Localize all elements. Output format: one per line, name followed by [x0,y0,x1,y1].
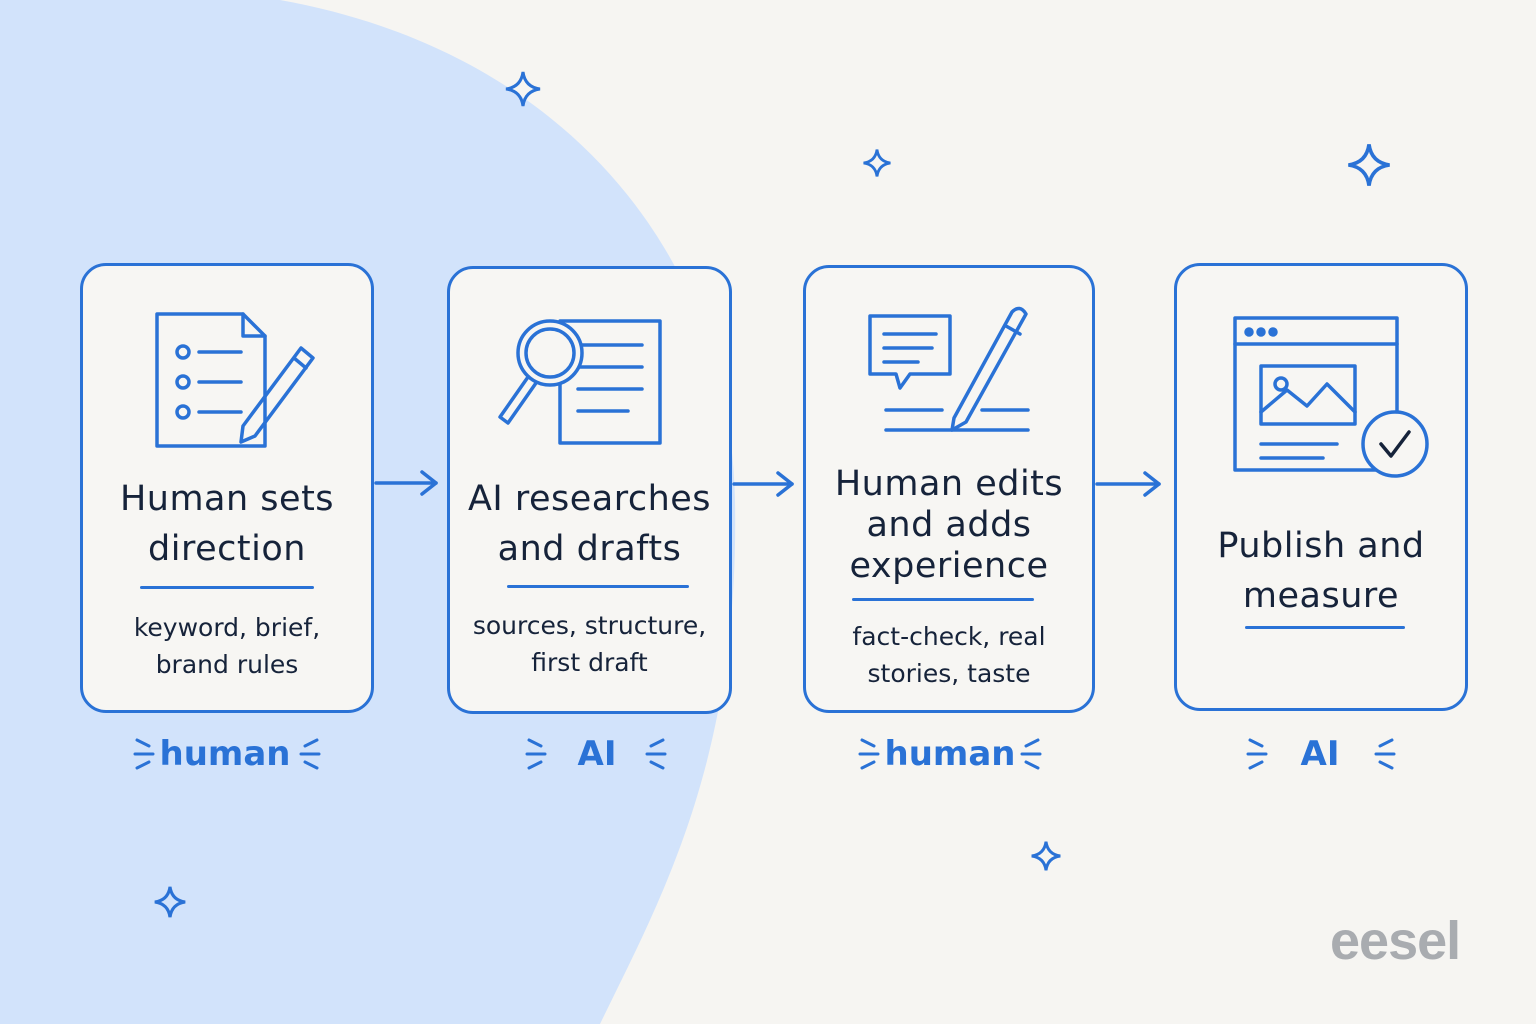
emphasis-marks-right [299,738,321,770]
arrow-right-icon [1095,471,1161,497]
sparkle-icon [505,71,541,107]
emphasis-marks-left [1246,738,1268,770]
title-underline [1245,626,1405,629]
emphasis-marks-right [645,738,667,770]
actor-tag-ai: AI [1210,732,1430,776]
sparkle-icon [154,886,186,918]
sparkle-icon [863,149,891,177]
emphasis-marks-left [133,738,155,770]
checklist-document-pencil-icon [155,312,315,448]
title-underline [852,598,1034,601]
sparkle-icon [1348,144,1390,186]
magnifier-document-icon [498,319,662,445]
title-underline [507,585,689,588]
sparkle-icon [1031,841,1061,871]
emphasis-marks-right [1020,738,1042,770]
actor-tag-human: human [840,732,1060,776]
emphasis-marks-left [858,738,880,770]
eesel-logo: eesel [1330,911,1461,971]
title-underline [140,586,314,589]
step-details: keyword, brief,brand rules [133,613,321,679]
step-details: sources, structure,first draft [472,611,707,677]
speech-bubble-pen-icon [868,306,1030,432]
browser-image-check-icon [1233,316,1429,478]
arrow-right-icon [732,471,794,497]
actor-tag-ai: AI [487,732,707,776]
actor-tag-human: human [115,732,335,776]
arrow-right-icon [374,470,438,496]
emphasis-marks-left [525,738,547,770]
emphasis-marks-right [1374,738,1396,770]
